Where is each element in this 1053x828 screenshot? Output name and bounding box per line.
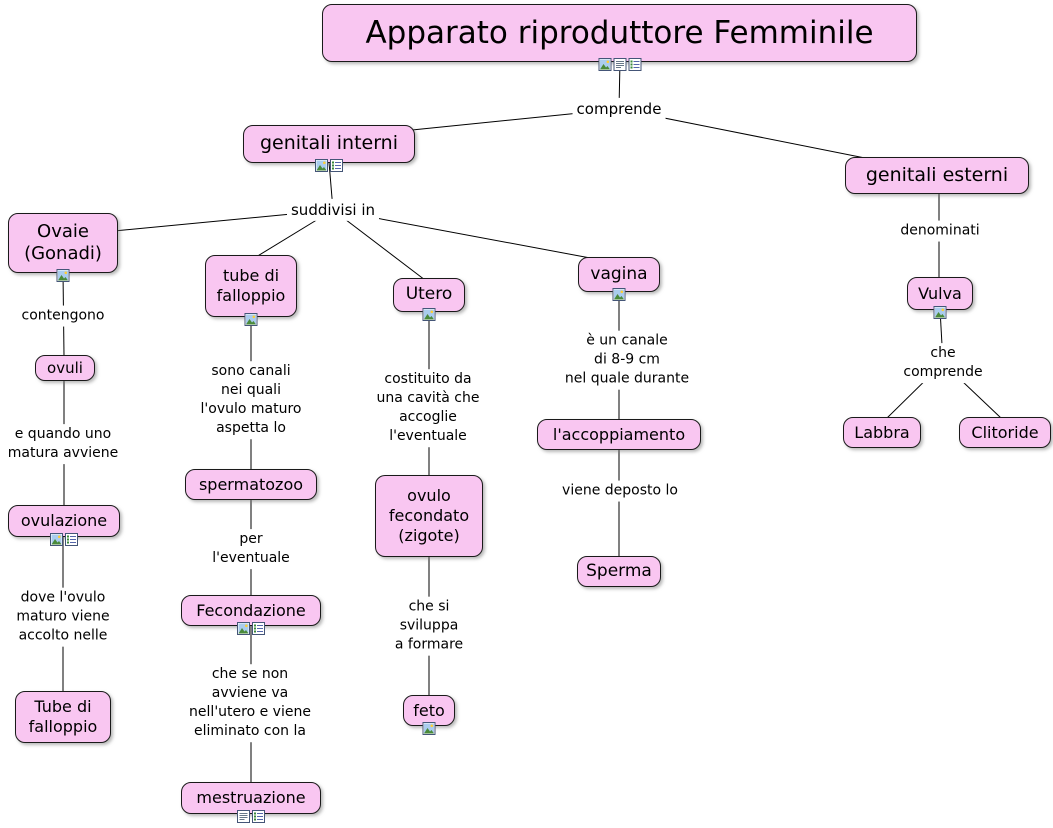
image-attachment-icon[interactable]	[237, 622, 250, 635]
connector-line	[332, 209, 426, 281]
node-label: Labbra	[854, 422, 910, 442]
note-attachment-icon[interactable]	[613, 58, 626, 71]
node-label: ovuli	[47, 358, 83, 377]
image-attachment-icon[interactable]	[598, 58, 611, 71]
concept-node-feto[interactable]: feto	[403, 695, 455, 735]
attachment-icons	[237, 810, 265, 823]
note-attachment-icon[interactable]	[237, 810, 250, 823]
image-attachment-icon[interactable]	[56, 269, 70, 282]
concept-node-tube-di-falloppio[interactable]: tube di falloppio	[205, 255, 297, 326]
concept-node-vulva[interactable]: Vulva	[907, 277, 973, 319]
concept-node-vagina[interactable]: vagina	[578, 257, 660, 301]
image-attachment-icon[interactable]	[612, 288, 626, 301]
node-label: Utero	[405, 284, 453, 305]
node-label: spermatozoo	[198, 474, 304, 494]
concept-node-clitoride[interactable]: Clitoride	[959, 417, 1051, 448]
attachment-icons	[237, 622, 265, 635]
attachment-icons	[315, 159, 343, 172]
node-label: l'accoppiamento	[552, 424, 686, 444]
image-attachment-icon[interactable]	[422, 308, 436, 321]
node-label: tube di falloppio	[216, 266, 286, 305]
node-label: ovulazione	[20, 511, 108, 530]
concept-node-accoppiamento[interactable]: l'accoppiamento	[537, 419, 701, 450]
list-attachment-icon[interactable]	[628, 58, 641, 71]
concept-node-ovuli[interactable]: ovuli	[35, 355, 95, 381]
link-label-che-si-sviluppa[interactable]: che si sviluppa a formare	[390, 596, 468, 656]
node-label: Ovaie (Gonadi)	[24, 220, 102, 265]
concept-node-ovaie[interactable]: Ovaie (Gonadi)	[8, 213, 118, 282]
link-label-contengono[interactable]: contengono	[17, 305, 109, 327]
list-attachment-icon[interactable]	[252, 810, 265, 823]
concept-node-tube-di-falloppio-2[interactable]: Tube di falloppio	[15, 691, 111, 743]
list-attachment-icon[interactable]	[65, 533, 78, 546]
link-label-dove-l-ovulo[interactable]: dove l'ovulo maturo viene accolto nelle	[12, 587, 114, 647]
concept-node-utero[interactable]: Utero	[393, 278, 465, 321]
attachment-icons	[56, 269, 70, 282]
link-label-per-l-eventuale[interactable]: per l'eventuale	[208, 529, 294, 569]
link-label-e-un-canale[interactable]: è un canale di 8-9 cm nel quale durante	[560, 330, 694, 390]
concept-node-labbra[interactable]: Labbra	[843, 417, 921, 448]
concept-node-ovulo-fecondato[interactable]: ovulo fecondato (zigote)	[375, 475, 483, 557]
image-attachment-icon[interactable]	[315, 159, 328, 172]
node-label: mestruazione	[196, 788, 306, 807]
node-label: feto	[413, 700, 445, 720]
node-label: Clitoride	[971, 422, 1039, 442]
link-label-costituito-da[interactable]: costituito da una cavità che accoglie l'…	[372, 369, 484, 447]
link-label-che-comprende[interactable]: che comprende	[899, 343, 987, 383]
link-label-che-se-non[interactable]: che se non avviene va nell'utero e viene…	[185, 664, 315, 742]
concept-node-mestruazione[interactable]: mestruazione	[181, 782, 321, 823]
list-attachment-icon[interactable]	[252, 622, 265, 635]
concept-node-fecondazione[interactable]: Fecondazione	[181, 595, 321, 635]
link-label-suddivisi-in[interactable]: suddivisi in	[286, 198, 380, 222]
node-label: genitali interni	[259, 132, 399, 155]
image-attachment-icon[interactable]	[422, 722, 436, 735]
link-label-e-quando-uno[interactable]: e quando uno matura avviene	[3, 424, 123, 464]
node-label: genitali esterni	[865, 163, 1009, 186]
image-attachment-icon[interactable]	[933, 306, 947, 319]
concept-node-genitali-interni[interactable]: genitali interni	[243, 125, 415, 172]
attachment-icons	[422, 722, 436, 735]
image-attachment-icon[interactable]	[244, 313, 258, 326]
attachment-icons	[422, 308, 436, 321]
link-label-denominati[interactable]: denominati	[896, 220, 984, 242]
link-label-sono-canali[interactable]: sono canali nei quali l'ovulo maturo asp…	[196, 361, 306, 439]
concept-node-genitali-esterni[interactable]: genitali esterni	[845, 157, 1029, 194]
node-label: Sperma	[586, 560, 652, 581]
attachment-icons	[244, 313, 258, 326]
image-attachment-icon[interactable]	[50, 533, 63, 546]
node-label: Fecondazione	[196, 600, 306, 620]
attachment-icons	[933, 306, 947, 319]
concept-node-title[interactable]: Apparato riproduttore Femminile	[322, 4, 917, 71]
attachment-icons	[612, 288, 626, 301]
node-label: Apparato riproduttore Femminile	[365, 14, 874, 51]
concept-node-spermatozoo[interactable]: spermatozoo	[185, 469, 317, 500]
link-label-viene-deposto-lo[interactable]: viene deposto lo	[558, 480, 682, 502]
node-label: Tube di falloppio	[28, 697, 98, 736]
concept-node-sperma[interactable]: Sperma	[577, 556, 661, 587]
node-label: ovulo fecondato (zigote)	[388, 486, 470, 545]
link-label-comprende[interactable]: comprende	[572, 97, 666, 121]
concept-node-ovulazione[interactable]: ovulazione	[8, 505, 120, 546]
attachment-icons	[50, 533, 78, 546]
node-label: Vulva	[918, 283, 962, 303]
attachment-icons	[598, 58, 641, 71]
node-label: vagina	[590, 263, 648, 284]
list-attachment-icon[interactable]	[330, 159, 343, 172]
